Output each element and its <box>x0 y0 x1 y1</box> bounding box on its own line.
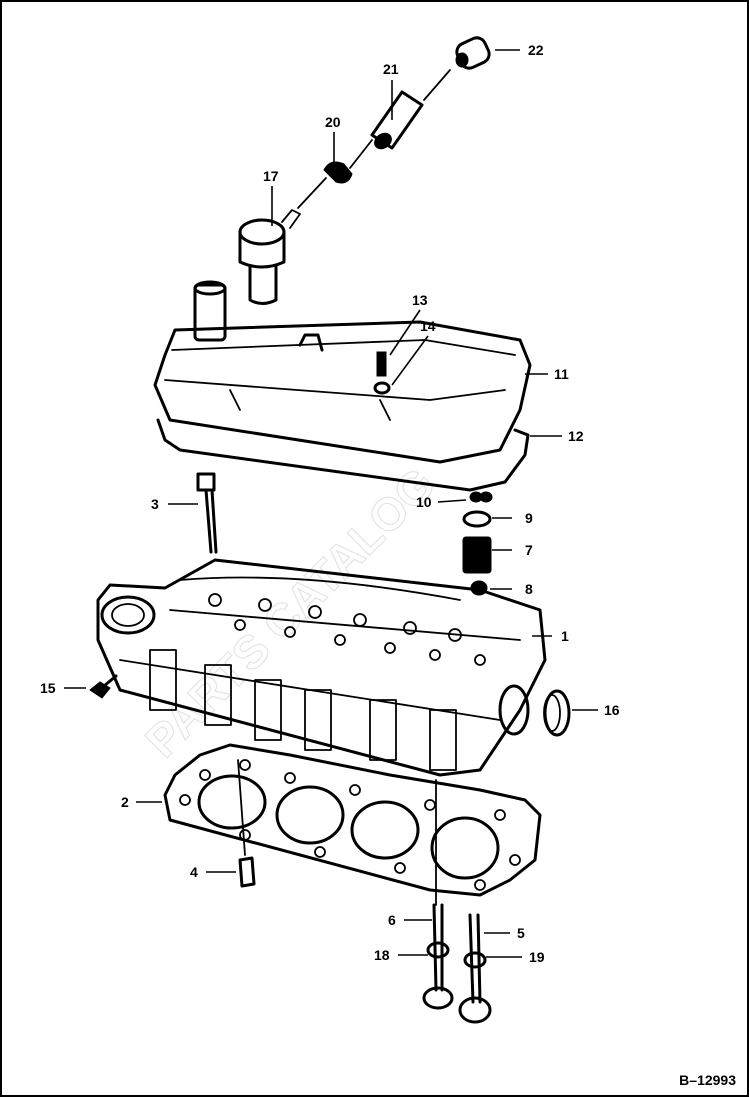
callout-10: 10 <box>416 494 432 510</box>
callout-9: 9 <box>525 510 533 526</box>
callout-13: 13 <box>412 292 428 308</box>
part-10-keepers <box>469 491 493 503</box>
part-7-spring <box>462 536 492 574</box>
part-3-bolt <box>196 472 218 554</box>
part-22-cap <box>455 36 491 70</box>
callout-18: 18 <box>374 947 390 963</box>
part-21-hose <box>370 69 451 150</box>
part-18-valve-seal <box>426 941 450 959</box>
part-17-breather-cap <box>238 177 327 305</box>
callout-8: 8 <box>525 581 533 597</box>
part-2-head-gasket <box>163 743 542 897</box>
part-20-grommet <box>323 139 373 184</box>
part-11-rocker-cover <box>153 280 532 464</box>
part-15-sensor <box>89 674 118 699</box>
callout-19: 19 <box>529 949 545 965</box>
callout-1: 1 <box>561 628 569 644</box>
callout-12: 12 <box>568 428 584 444</box>
callout-11: 11 <box>554 366 569 382</box>
part-12-gasket <box>156 418 530 492</box>
part-1-cylinder-head <box>96 558 547 777</box>
callout-7: 7 <box>525 542 533 558</box>
callout-4: 4 <box>190 864 198 880</box>
callout-5: 5 <box>517 925 525 941</box>
part-4-dowel <box>237 759 256 888</box>
part-5-exhaust-valve <box>458 913 492 1024</box>
part-6-intake-valve <box>422 779 454 1010</box>
callout-6: 6 <box>388 912 396 928</box>
callout-22: 22 <box>528 42 544 58</box>
leader-lines <box>64 49 598 958</box>
callout-14: 14 <box>420 318 436 334</box>
callout-15: 15 <box>40 680 56 696</box>
part-16-plug <box>543 689 571 737</box>
part-9-retainer <box>462 510 492 528</box>
callout-17: 17 <box>263 168 279 184</box>
callout-21: 21 <box>383 61 399 77</box>
part-19-valve-seal <box>463 951 487 969</box>
callout-3: 3 <box>151 496 159 512</box>
callout-16: 16 <box>604 702 620 718</box>
callout-20: 20 <box>325 114 341 130</box>
figure-code: B–12993 <box>679 1072 736 1088</box>
callout-2: 2 <box>121 794 129 810</box>
